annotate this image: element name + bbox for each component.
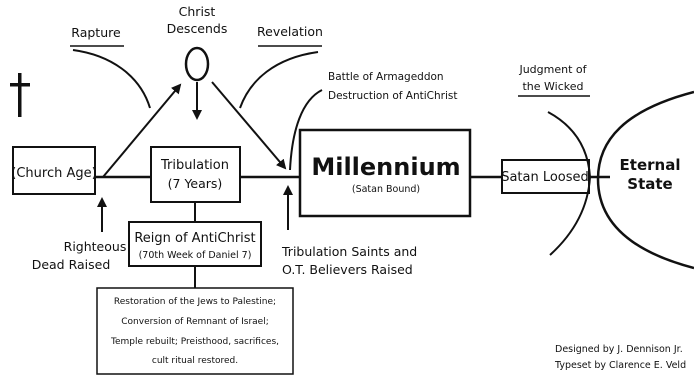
rapture-arc (72, 49, 151, 109)
eternal-state-line1: Eternal (620, 156, 681, 174)
millennium-title: Millennium (311, 153, 460, 181)
tribulation-title: Tribulation (160, 158, 229, 173)
judgment-line2: the Wicked (522, 80, 583, 93)
church-age-label: (Church Age) (11, 166, 96, 181)
judgment-line1: Judgment of (518, 63, 587, 76)
eternal-state-line2: State (627, 175, 672, 193)
armageddon-arc (289, 89, 323, 171)
revelation-label: Revelation (257, 24, 323, 39)
credit-typeset: Typeset by Clarence E. Veld (554, 360, 686, 371)
notes-line-3: Temple rebuilt; Preisthood, sacrifices, (110, 337, 279, 347)
antichrist-box: Reign of AntiChrist (70th Week of Daniel… (128, 221, 262, 267)
judgment-arc (547, 111, 592, 256)
righteous-line1: Righteous (64, 239, 127, 254)
satan-loosed-box: Satan Loosed (501, 159, 590, 194)
antichrist-title: Reign of AntiChrist (134, 231, 255, 246)
tribulation-box: Tribulation (7 Years) (150, 146, 241, 203)
millennium-sub: (Satan Bound) (352, 184, 420, 195)
eternal-state: Eternal State (596, 90, 694, 270)
cross-icon (10, 73, 30, 117)
christ-descends-line1: Christ (179, 4, 216, 19)
christ-descends-line2: Descends (167, 21, 228, 36)
armageddon-line2: Destruction of AntiChrist (328, 90, 457, 102)
antichrist-sub: (70th Week of Daniel 7) (139, 250, 252, 261)
millennium-box: Millennium (Satan Bound) (298, 128, 472, 218)
tribulation-sub: (7 Years) (168, 176, 223, 191)
rapture-label: Rapture (71, 25, 121, 40)
credit-designed: Designed by J. Dennison Jr. (555, 344, 683, 355)
revelation-arrow (211, 81, 287, 170)
satan-loosed-label: Satan Loosed (501, 170, 589, 185)
trib-saints-line2: O.T. Believers Raised (282, 262, 413, 277)
trib-saints-line1: Tribulation Saints and (281, 244, 417, 259)
notes-line-4: cult ritual restored. (152, 356, 238, 366)
christ-circle-icon (184, 46, 210, 82)
rapture-arrow (102, 83, 182, 178)
revelation-arc (239, 51, 319, 109)
notes-line-2: Conversion of Remnant of Israel; (121, 317, 269, 327)
righteous-line2: Dead Raised (32, 257, 111, 272)
notes-line-1: Restoration of the Jews to Palestine; (114, 297, 276, 307)
church-age-box: (Church Age) (11, 146, 97, 195)
restoration-notes-box: Restoration of the Jews to Palestine; Co… (96, 287, 294, 375)
armageddon-line1: Battle of Armageddon (328, 71, 444, 83)
